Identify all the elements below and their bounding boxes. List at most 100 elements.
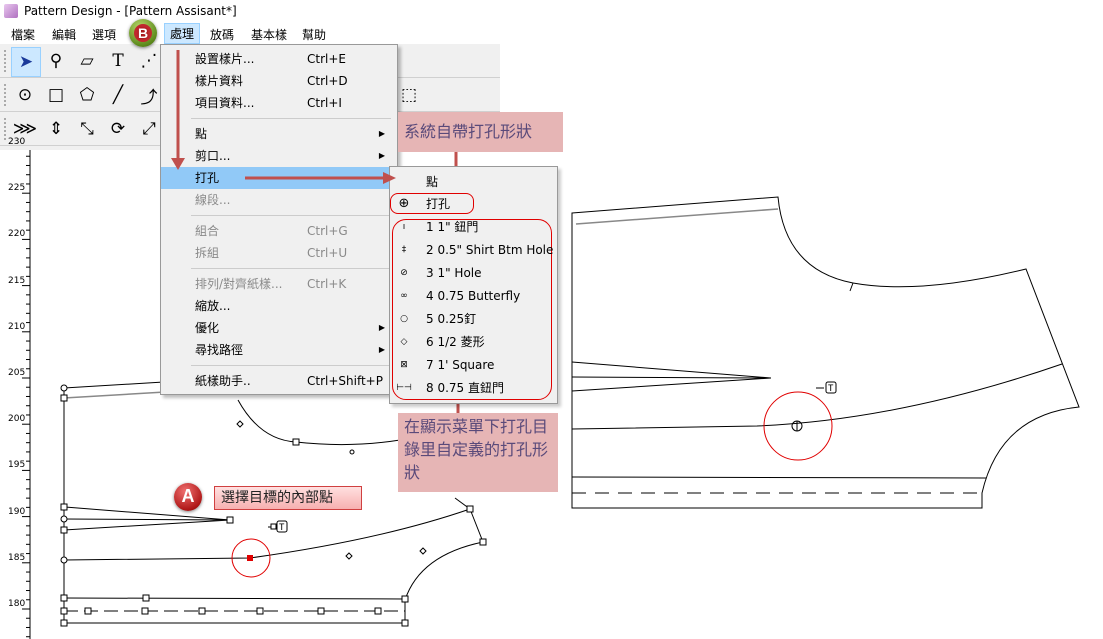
resize-tool-button[interactable]: ⬚ <box>395 81 423 109</box>
submenu-arrow-icon: ▶ <box>378 323 385 332</box>
ruler-label: 220 <box>8 229 26 240</box>
menu-2[interactable]: 選項 <box>92 28 117 42</box>
line-tool-button[interactable]: ╱ <box>104 81 132 109</box>
menu-item[interactable]: 點▶ <box>161 123 397 145</box>
menu-bar: 檔案 編輯 選項 處理放碼 基本樣幫助 <box>0 22 1103 44</box>
punch-shape-label: 6 1/2 菱形 <box>426 335 485 349</box>
ruler-label: 225 <box>8 183 26 194</box>
menu-separator <box>191 215 391 216</box>
menu-3[interactable]: 處理 <box>164 23 201 44</box>
title-bar: Pattern Design - [Pattern Assisant*] <box>0 0 1103 22</box>
badge-b: B <box>129 19 157 47</box>
app-icon <box>4 4 18 18</box>
rotate-tool-button[interactable]: ⟳ <box>104 115 132 143</box>
note-custom-shapes: 在顯示菜單下打孔目錄里自定義的打孔形狀 <box>398 413 558 492</box>
punch-shape-label: 7 1' Square <box>426 358 495 372</box>
menu-item[interactable]: 縮放... <box>161 295 397 317</box>
zoom-tool-button[interactable]: ⚲ <box>42 47 70 75</box>
menu-item[interactable]: 尋找路徑▶ <box>161 339 397 361</box>
rectangle-icon: □ <box>47 85 65 105</box>
pattern-tag-right: T <box>828 384 834 394</box>
mirror-icon: ⤡ <box>80 119 94 139</box>
menu-item[interactable]: 線段... <box>161 189 397 211</box>
polygon-tool-button[interactable]: ⬠ <box>73 81 101 109</box>
menu-item[interactable]: 設置樣片...Ctrl+E <box>161 48 397 70</box>
toolbar-grip[interactable] <box>4 118 8 140</box>
move-tool-button[interactable]: ⤢ <box>135 115 163 143</box>
menu-6[interactable]: 幫助 <box>302 28 327 42</box>
menu-5[interactable]: 基本樣 <box>251 28 288 42</box>
menu-item[interactable]: 打孔 <box>161 167 397 189</box>
circle-tool-button[interactable]: ⊙ <box>11 81 39 109</box>
punch-shape-item[interactable]: ⊘3 1" Hole <box>390 262 557 284</box>
ruler-label: 195 <box>8 460 26 471</box>
resize-box-icon: ⬚ <box>400 85 418 105</box>
text-tool-button[interactable]: T <box>104 47 132 75</box>
punch-shape-item[interactable]: ⊠7 1' Square <box>390 354 557 376</box>
punch-shape-label: 打孔 <box>426 197 451 211</box>
menu-4[interactable]: 放碼 <box>210 28 235 42</box>
ruler-label: 190 <box>8 506 26 517</box>
menu-item[interactable]: 排列/對齊紙樣... Ctrl+K <box>161 273 397 295</box>
menu-item-label: 紙樣助手.. <box>195 374 251 388</box>
menu-item-label: 項目資料... <box>195 96 255 110</box>
punch-shape-item[interactable]: ⊕打孔 <box>390 193 557 215</box>
menu-item-label: 優化 <box>195 321 220 335</box>
menu-item[interactable]: 優化 ▶ <box>161 317 397 339</box>
menu-separator <box>191 118 391 119</box>
ruler-icon: ▱ <box>80 51 94 71</box>
ruler-label: 205 <box>8 368 26 378</box>
right-pattern-piece <box>571 196 1080 509</box>
menu-item[interactable]: 剪口...▶ <box>161 145 397 167</box>
menu-item-label: 縮放... <box>195 299 231 313</box>
punch-shape-item[interactable]: ⊢⊣8 0.75 直鈕門 <box>390 377 557 399</box>
select-tool-button[interactable]: ➤ <box>11 47 41 77</box>
note-select-point: 選擇目標的內部點 <box>214 486 362 510</box>
system-shape-highlight <box>390 193 474 214</box>
ruler-label: 230 <box>8 137 26 147</box>
menu-item-label: 點 <box>195 127 208 141</box>
fold-tool-button[interactable]: ⋙ <box>11 115 39 143</box>
curve-tool-button[interactable]: ⤴ <box>135 81 163 109</box>
spread-tool-button[interactable]: ⇕ <box>42 115 70 143</box>
menu-separator <box>191 365 391 366</box>
punch-shape-item[interactable]: ○5 0.25釘 <box>390 308 557 330</box>
menu-item-label: 組合 <box>195 224 220 238</box>
menu-item[interactable]: 拆組 Ctrl+U <box>161 242 397 264</box>
intersect-icon: ⋰ <box>140 51 158 71</box>
text-icon: T <box>112 51 124 71</box>
ruler-label: 215 <box>8 275 26 286</box>
menu-item-shortcut: Ctrl+U <box>307 246 348 260</box>
menu-item[interactable]: 紙樣助手..Ctrl+Shift+P <box>161 370 397 392</box>
intersect-tool-button[interactable]: ⋰ <box>135 47 163 75</box>
menu-item-label: 排列/對齊紙樣... <box>195 277 283 291</box>
menu-item-label: 設置樣片... <box>195 52 255 66</box>
rectangle-tool-button[interactable]: □ <box>42 81 70 109</box>
menu-item[interactable]: 項目資料...Ctrl+I <box>161 92 397 114</box>
menu-separator <box>191 268 391 269</box>
menu-item-label: 拆組 <box>195 246 220 260</box>
menu-1[interactable]: 編輯 <box>52 28 77 42</box>
toolbar-grip[interactable] <box>4 50 8 72</box>
punch-shape-item[interactable]: ◇6 1/2 菱形 <box>390 331 557 353</box>
measure-tool-button[interactable]: ▱ <box>73 47 101 75</box>
menu-item-shortcut: Ctrl+K <box>307 277 347 291</box>
punch-shape-label: 4 0.75 Butterfly <box>426 289 521 303</box>
fold-icon: ⋙ <box>12 119 38 139</box>
custom-shapes-highlight <box>392 219 552 400</box>
punch-shape-label: 3 1" Hole <box>426 266 482 280</box>
punch-shape-item[interactable]: ‡2 0.5" Shirt Btm Hole <box>390 239 557 261</box>
mirror-tool-button[interactable]: ⤡ <box>73 115 101 143</box>
arrow-cursor-icon: ➤ <box>18 52 34 72</box>
menu-0[interactable]: 檔案 <box>11 28 36 42</box>
punch-shape-item[interactable]: 點 <box>390 171 557 193</box>
punch-shape-item[interactable]: ∞4 0.75 Butterfly <box>390 285 557 307</box>
toolbar-grip[interactable] <box>4 84 8 106</box>
curve-icon: ⤴ <box>140 87 158 108</box>
